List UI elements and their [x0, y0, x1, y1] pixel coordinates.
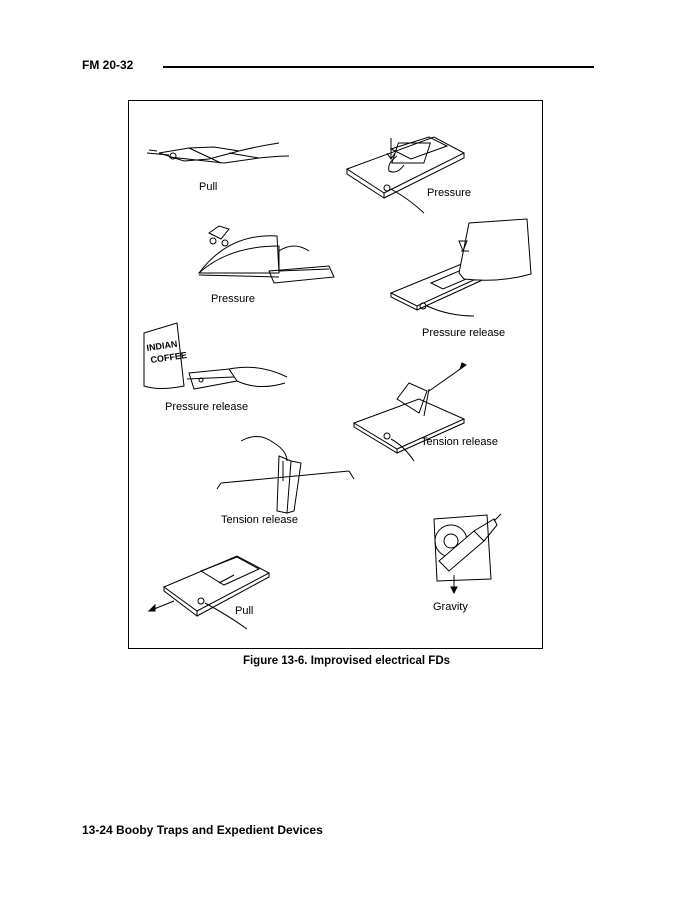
tension-release-board-illustration — [352, 362, 467, 462]
label-pressure-release-1: Pressure release — [422, 327, 506, 339]
figure-caption: Figure 13-6. Improvised electrical FDs — [242, 655, 451, 667]
gravity-device-illustration — [433, 513, 502, 595]
label-pressure-1: Pressure — [427, 187, 472, 199]
label-tension-release-1: Tension release — [421, 436, 499, 448]
header-rule — [163, 66, 594, 68]
clothespin-tension-release-illustration — [216, 436, 355, 514]
label-pull-2: Pull — [235, 605, 254, 617]
clothespin-pull-illustration — [146, 142, 290, 164]
label-tension-release-2: Tension release — [221, 514, 299, 526]
mousetrap-pull-illustration — [147, 555, 271, 630]
figure-frame: INDIAN COFFEE Pull Pressure Pressure Pre… — [128, 100, 543, 649]
label-pressure-2: Pressure — [211, 293, 256, 305]
coffee-can-pressure-release-illustration — [143, 322, 288, 390]
can-label-line-1: INDIAN — [146, 339, 178, 353]
label-gravity: Gravity — [433, 601, 468, 613]
document-id: FM 20-32 — [82, 58, 134, 72]
shoe-pressure-illustration — [197, 225, 335, 284]
mousetrap-pressure-illustration — [345, 136, 466, 214]
figure-illustrations: INDIAN COFFEE — [143, 136, 532, 630]
label-pressure-release-2: Pressure release — [165, 401, 249, 413]
label-pull-1: Pull — [199, 181, 218, 193]
pressure-release-container-illustration — [389, 218, 532, 317]
page-footer: 13-24 Booby Traps and Expedient Devices — [82, 823, 323, 837]
